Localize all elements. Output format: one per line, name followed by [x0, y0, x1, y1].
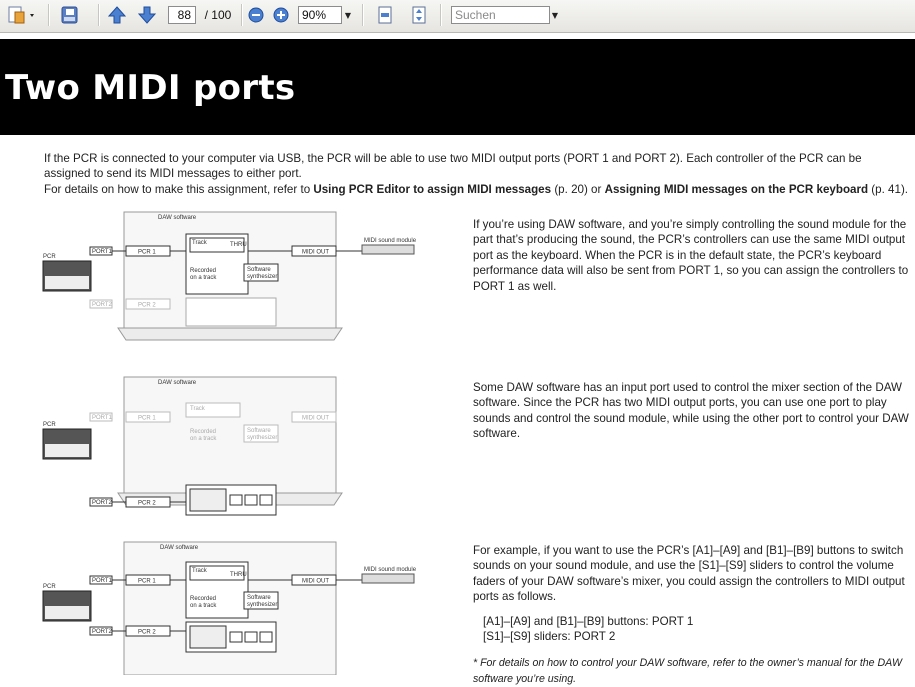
- pcr2-box-label: PCR 2: [138, 501, 156, 507]
- on-track-label: on a track: [190, 603, 217, 609]
- midi-out-label: MIDI OUT: [302, 250, 329, 256]
- fit-width-icon: [378, 6, 392, 24]
- page-title: Two MIDI ports: [5, 68, 296, 108]
- zoom-select[interactable]: 90%: [298, 6, 342, 24]
- page-total-label: / 100: [204, 8, 232, 22]
- recorded-label: Recorded: [190, 596, 216, 602]
- arrow-up-icon: [107, 6, 127, 24]
- port1-label: PORT1: [92, 578, 113, 584]
- search-dropdown-arrow-icon[interactable]: ▼: [551, 10, 559, 20]
- software-label: Software: [247, 595, 271, 601]
- section-3-paragraph: For example, if you want to use the PCR’…: [473, 544, 905, 604]
- daw-software-label: DAW software: [158, 380, 197, 386]
- midi-out-label: MIDI OUT: [302, 579, 329, 585]
- port-assignment-list: [A1]–[A9] and [B1]–[B9] buttons: PORT 1 …: [473, 614, 909, 645]
- intro-paragraph-2: For details on how to make this assignme…: [44, 182, 910, 197]
- fit-width-button[interactable]: [374, 4, 396, 26]
- sound-module-label: MIDI sound module: [364, 567, 417, 573]
- pcr2-box-label: PCR 2: [138, 630, 156, 636]
- daw-software-label: DAW software: [158, 215, 197, 221]
- fit-page-icon: [412, 6, 426, 24]
- pcr-label: PCR: [43, 254, 56, 260]
- section-1-text: If you’re using DAW software, and you’re…: [473, 218, 909, 293]
- fit-page-button[interactable]: [408, 4, 430, 26]
- section-3-text: For example, if you want to use the PCR’…: [473, 543, 909, 687]
- port1-label: PORT1: [92, 415, 113, 421]
- search-input[interactable]: Suchen: [451, 6, 550, 24]
- pcr-label: PCR: [43, 422, 56, 428]
- diagram-example: DAW software PCR PORT1 PCR 1 Track Recor…: [42, 541, 417, 675]
- daw-software-label: DAW software: [160, 545, 199, 551]
- software-label: Software: [247, 428, 271, 434]
- intro-text-segment: (p. 20) or: [551, 182, 605, 196]
- intro-text: If the PCR is connected to your computer…: [44, 151, 910, 197]
- title-banner: Two MIDI ports: [0, 39, 915, 135]
- section-2-text: Some DAW software has an input port used…: [473, 381, 909, 441]
- sound-module-image: [361, 244, 415, 255]
- sound-module-image: [361, 573, 415, 584]
- intro-text-segment: (p. 41).: [868, 182, 909, 196]
- diagram-two-ports: DAW software PCR PORT1 PCR 1 Track Recor…: [42, 376, 343, 516]
- previous-page-button[interactable]: [106, 4, 128, 26]
- pcr1-box-label: PCR 1: [138, 579, 156, 585]
- ref-pcr-editor: Using PCR Editor to assign MIDI messages: [313, 182, 552, 196]
- pcr1-box-label: PCR 1: [138, 416, 156, 422]
- footnote: * For details on how to control your DAW…: [473, 657, 903, 685]
- midi-out-label: MIDI OUT: [302, 416, 329, 422]
- save-print-button[interactable]: [58, 4, 88, 26]
- thru-label: THRU: [230, 242, 247, 248]
- synthesizer-label: synthesizer: [247, 602, 277, 608]
- intro-paragraph-1: If the PCR is connected to your computer…: [44, 152, 862, 181]
- zoom-out-button[interactable]: [247, 4, 265, 26]
- on-track-label: on a track: [190, 275, 217, 281]
- thru-label: THRU: [230, 572, 247, 578]
- software-label: Software: [247, 267, 271, 273]
- synthesizer-label: synthesizer: [247, 274, 277, 280]
- zoom-in-icon: [273, 7, 289, 23]
- zoom-in-button[interactable]: [272, 4, 290, 26]
- pcr1-box-label: PCR 1: [138, 250, 156, 256]
- zoom-dropdown-arrow-icon[interactable]: ▼: [344, 10, 352, 20]
- list-item: [S1]–[S9] sliders: PORT 2: [483, 630, 616, 644]
- ref-pcr-keyboard: Assigning MIDI messages on the PCR keybo…: [604, 182, 869, 196]
- arrow-down-icon: [137, 6, 157, 24]
- print-icon: [61, 6, 78, 24]
- page-number-input[interactable]: 88: [168, 6, 196, 24]
- list-item: [A1]–[A9] and [B1]–[B9] buttons: PORT 1: [483, 614, 694, 628]
- recorded-label: Recorded: [190, 429, 216, 435]
- next-page-button[interactable]: [136, 4, 158, 26]
- pcr2-box-label: PCR 2: [138, 303, 156, 309]
- port2-label: PORT2: [92, 500, 113, 506]
- port2-label: PORT2: [92, 302, 113, 308]
- pcr-label: PCR: [43, 584, 56, 590]
- on-track-label: on a track: [190, 436, 217, 442]
- document-icon: [8, 6, 34, 24]
- zoom-out-icon: [248, 7, 264, 23]
- port2-label: PORT2: [92, 629, 113, 635]
- document-tools-button[interactable]: [6, 4, 36, 26]
- synthesizer-label: synthesizer: [247, 435, 277, 441]
- track-label: Track: [190, 406, 206, 412]
- recorded-label: Recorded: [190, 268, 216, 274]
- document-page: Two MIDI ports If the PCR is connected t…: [0, 33, 915, 685]
- diagram-port1-only: DAW software PCR PORT1 PCR 1 Track Recor…: [42, 211, 417, 341]
- pdf-toolbar: 88 / 100 90% ▼ Suchen ▼: [0, 0, 915, 33]
- track-label: Track: [192, 240, 208, 246]
- sound-module-label: MIDI sound module: [364, 238, 417, 244]
- track-label: Track: [192, 568, 208, 574]
- intro-text-segment: For details on how to make this assignme…: [44, 182, 314, 196]
- port1-label: PORT1: [92, 249, 113, 255]
